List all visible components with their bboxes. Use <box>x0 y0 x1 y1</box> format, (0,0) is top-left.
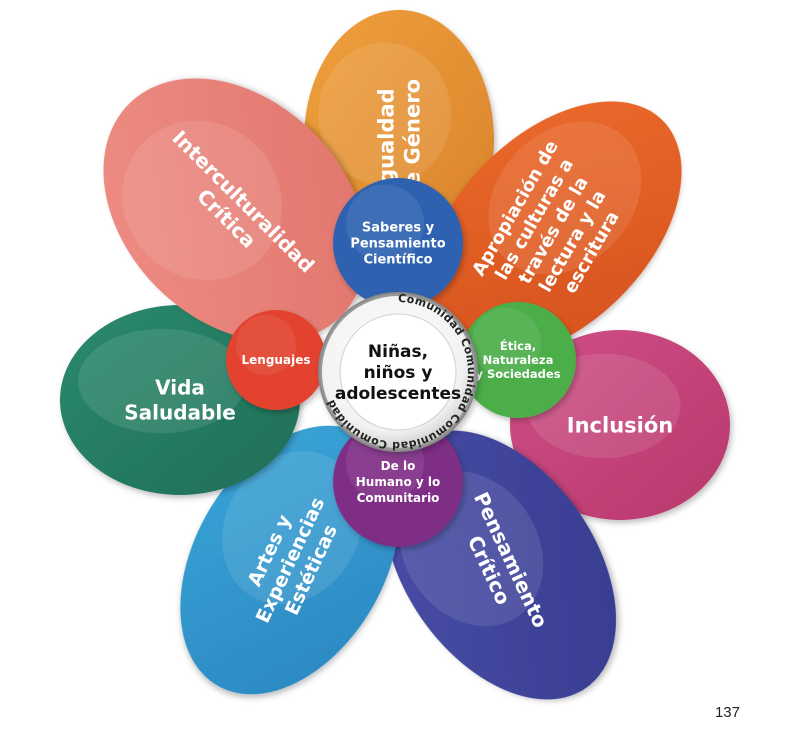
field-highlight <box>236 315 296 375</box>
petal-highlight <box>78 328 246 434</box>
field-circle-saberes <box>333 178 463 308</box>
petal-shape-apropiacion-de-las-culturas <box>424 101 682 359</box>
petal-label-inclusion: Inclusión <box>567 413 673 437</box>
field-highlight <box>346 184 424 263</box>
field-highlight <box>471 307 542 378</box>
petal-highlight <box>122 120 282 281</box>
center-hub: Comunidad Comunidad Comunidad Comunidad … <box>318 292 478 452</box>
petal-shape-interculturalidad-critica <box>103 78 367 342</box>
petal-highlight <box>488 121 642 275</box>
petal-highlight <box>222 451 363 605</box>
petal-label-igualdad-de-genero: Igualdadde Género <box>374 79 424 201</box>
petal-highlight <box>318 42 452 186</box>
field-label-lenguajes: Lenguajes <box>242 353 311 367</box>
field-circle-lenguajes <box>226 310 326 410</box>
page-number: 137 <box>714 704 740 721</box>
field-circle-humano <box>333 417 463 547</box>
field-circle-etica <box>460 302 576 418</box>
petal-artes-y-experiencias-esteticas: Artes yExperienciasEstéticas <box>180 425 400 695</box>
field-lenguajes: Lenguajes <box>226 310 326 410</box>
petal-apropiacion-de-las-culturas: Apropiación delas culturas através de la… <box>424 101 682 359</box>
petal-interculturalidad-critica: InterculturalidadCrítica <box>103 78 367 342</box>
